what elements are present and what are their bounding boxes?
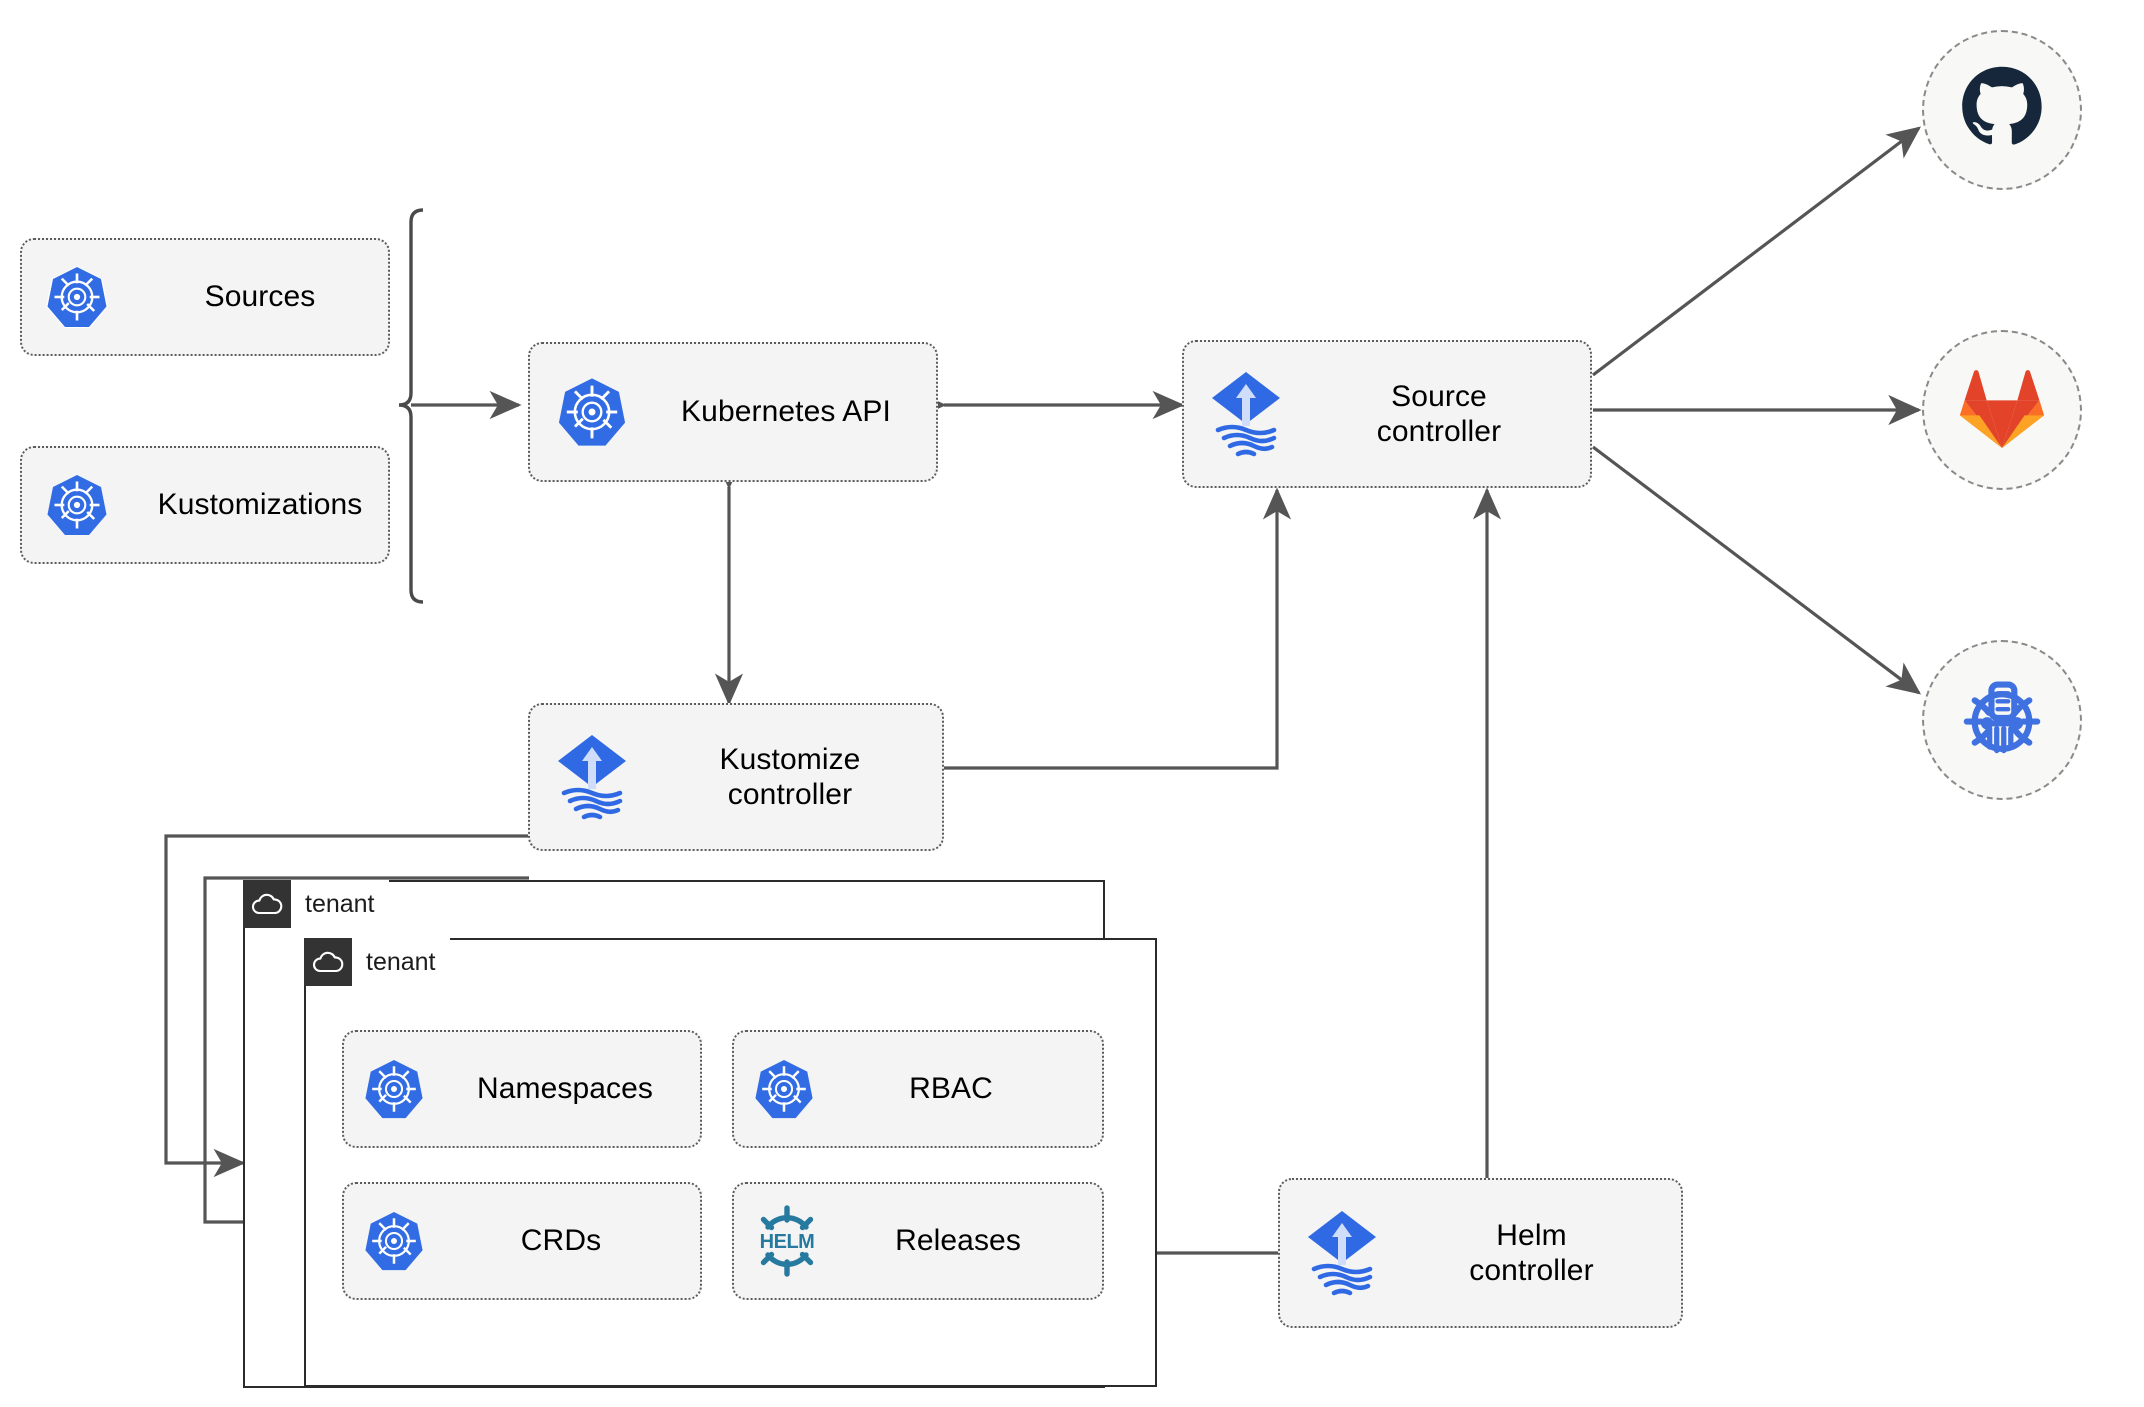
edge-source-controller-github — [1592, 126, 1922, 377]
node-crds-label: CRDs — [520, 1224, 602, 1258]
node-namespaces-label: Namespaces — [476, 1072, 654, 1106]
tenant-1-tab: tenant — [243, 880, 389, 928]
node-releases-label: Releases — [895, 1224, 1021, 1258]
node-kustomizations[interactable]: Kustomizations — [20, 446, 390, 564]
cloud-icon — [304, 938, 352, 986]
provider-gitlab[interactable] — [1922, 330, 2082, 490]
node-kubernetes-api[interactable]: Kubernetes API — [528, 342, 938, 482]
flux-icon — [1184, 368, 1308, 460]
edge-source-controller-registry — [1592, 445, 1922, 695]
node-source-controller-line1: Source — [1391, 379, 1487, 413]
node-kustomizations-label: Kustomizations — [157, 488, 363, 522]
node-source-controller[interactable]: Source controller — [1182, 340, 1592, 488]
tenant-1-label: tenant — [291, 889, 389, 919]
node-releases[interactable]: HELM Releases — [732, 1182, 1104, 1300]
kubernetes-icon — [22, 264, 132, 330]
node-sources-label: Sources — [204, 280, 316, 314]
node-helm-controller[interactable]: Helm controller — [1278, 1178, 1683, 1328]
node-kustomize-controller-line2: controller — [727, 778, 853, 811]
node-kustomize-controller-line1: Kustomize — [719, 742, 861, 776]
cloud-icon — [243, 880, 291, 928]
node-sources[interactable]: Sources — [20, 238, 390, 356]
edge-group-brace — [398, 208, 424, 604]
kubernetes-icon — [530, 375, 654, 449]
node-source-controller-label: Source controller — [1308, 379, 1590, 450]
tenant-frame-2[interactable]: tenant — [304, 938, 1157, 1387]
flux-icon — [530, 731, 654, 823]
node-rbac-label: RBAC — [909, 1072, 993, 1106]
node-crds[interactable]: CRDs — [342, 1182, 702, 1300]
gitlab-icon — [1959, 368, 2045, 453]
tenant-2-label: tenant — [352, 947, 450, 977]
tenant-2-tab: tenant — [304, 938, 450, 986]
kubernetes-icon — [22, 472, 132, 538]
helm-registry-icon — [1958, 674, 2046, 767]
node-helm-controller-line1: Helm — [1496, 1218, 1567, 1252]
kubernetes-icon — [734, 1057, 834, 1121]
provider-helm-registry[interactable] — [1922, 640, 2082, 800]
node-source-controller-line2: controller — [1376, 415, 1502, 448]
kubernetes-icon — [344, 1057, 444, 1121]
node-rbac[interactable]: RBAC — [732, 1030, 1104, 1148]
github-icon — [1959, 65, 2045, 156]
node-helm-controller-label: Helm controller — [1404, 1218, 1681, 1289]
provider-github[interactable] — [1922, 30, 2082, 190]
helm-icon: HELM — [734, 1203, 840, 1279]
node-kubernetes-api-label: Kubernetes API — [681, 395, 891, 429]
kubernetes-icon — [344, 1209, 444, 1273]
flux-icon — [1280, 1207, 1404, 1299]
svg-text:HELM: HELM — [760, 1231, 815, 1253]
node-helm-controller-line2: controller — [1469, 1254, 1594, 1287]
node-kustomize-controller[interactable]: Kustomize controller — [528, 703, 944, 851]
edge-kustomize-controller-source-controller — [944, 487, 1292, 770]
node-namespaces[interactable]: Namespaces — [342, 1030, 702, 1148]
node-kustomize-controller-label: Kustomize controller — [654, 742, 942, 813]
